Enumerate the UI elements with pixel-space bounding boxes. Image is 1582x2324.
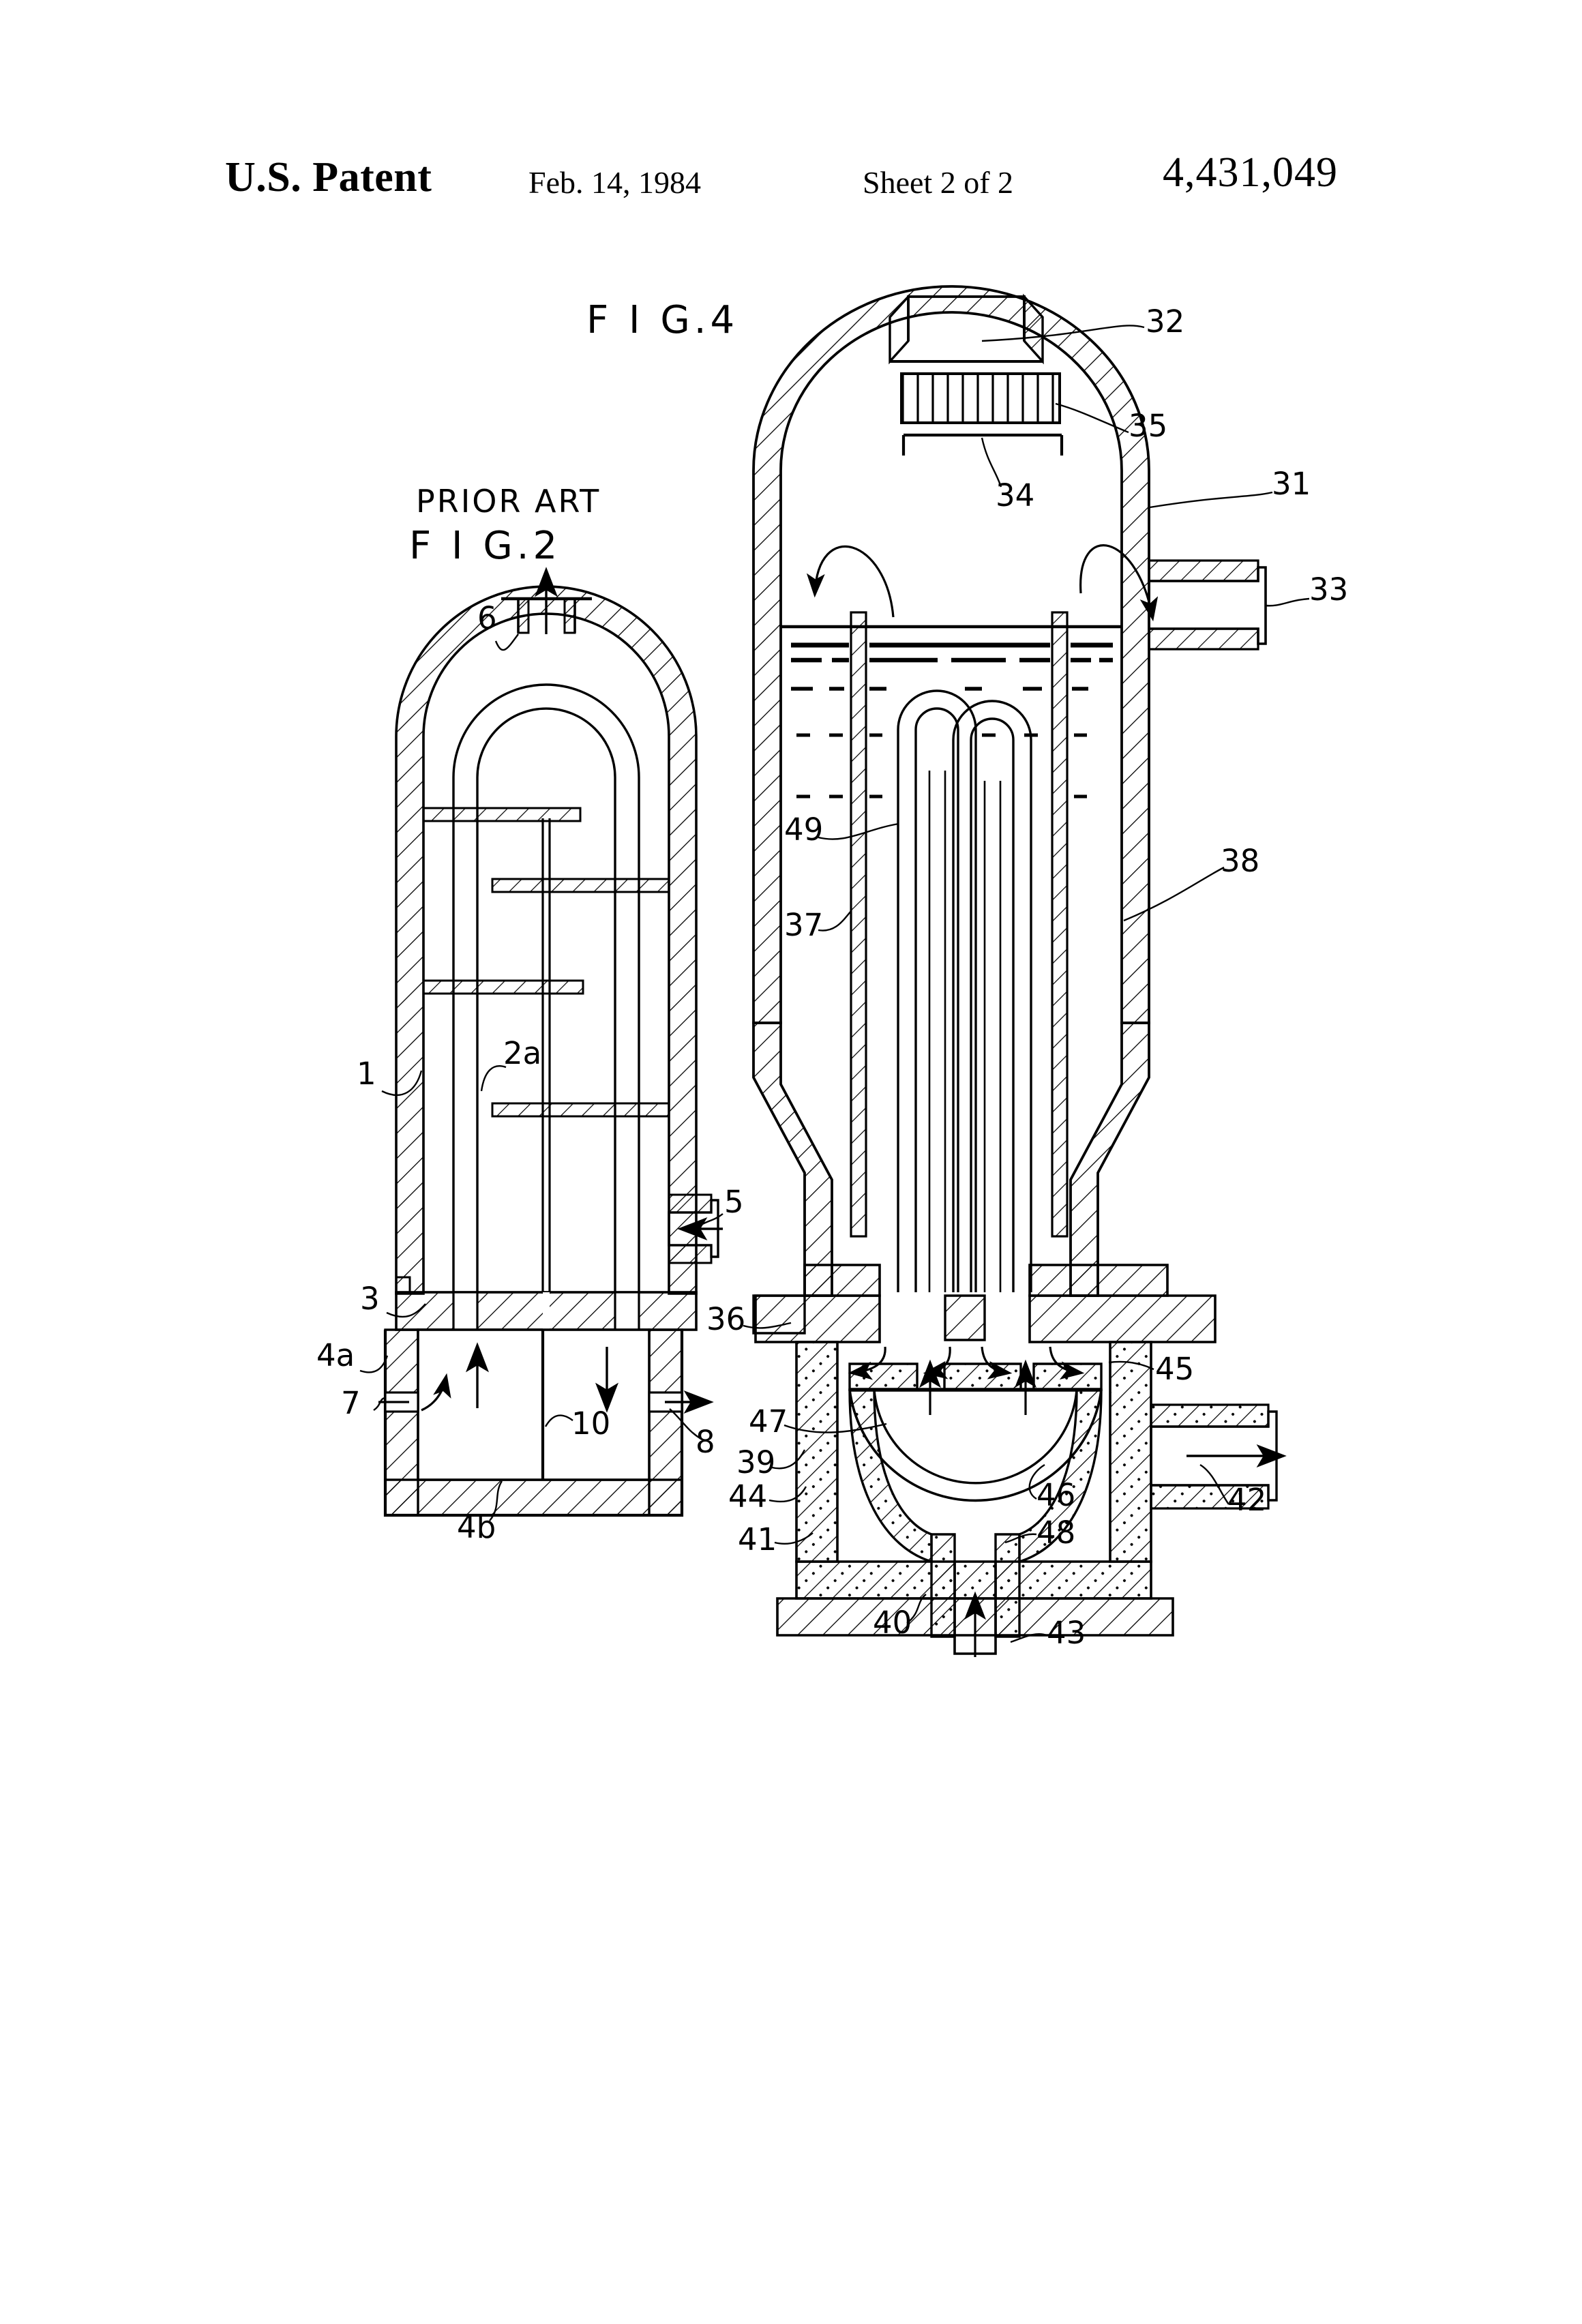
fig4-lower-tube-sheet xyxy=(752,1264,1217,1343)
fig4-bowl-wall-left xyxy=(848,1388,933,1564)
prior-art-qualifier: PRIOR ART xyxy=(416,483,601,520)
ref-numeral-35: 35 xyxy=(1129,408,1168,444)
figure-2-title: F I G.2 xyxy=(409,524,562,568)
sheet-number: Sheet 2 of 2 xyxy=(863,165,1014,200)
ref-numeral-48: 48 xyxy=(1036,1515,1076,1551)
fig4-skirt-left xyxy=(930,1533,956,1638)
ref-numeral-37: 37 xyxy=(784,907,824,943)
ref-numeral-6: 6 xyxy=(477,600,497,636)
fig2-bottom-header xyxy=(378,1328,714,1517)
fig4-vessel-shell xyxy=(752,285,1150,1297)
ref-numeral-5: 5 xyxy=(724,1184,744,1220)
fig2-vessel-shell xyxy=(395,585,698,1295)
patent-number: 4,431,049 xyxy=(1163,149,1338,196)
ref-numeral-2a: 2a xyxy=(503,1035,542,1071)
ref-numeral-33: 33 xyxy=(1309,571,1349,608)
fig2-top-nozzle xyxy=(501,567,592,634)
ref-numeral-1: 1 xyxy=(357,1056,376,1092)
ref-numeral-38: 38 xyxy=(1221,843,1260,879)
fig4-dome-swirl-right xyxy=(1079,544,1159,622)
patent-header: U.S. Patent Feb. 14, 1984 Sheet 2 of 2 4… xyxy=(0,0,1582,232)
fig4-lower-plenum xyxy=(776,1341,1287,1657)
fig4-shroud-plates xyxy=(850,611,1069,1238)
fig2-u-tube xyxy=(452,683,640,1294)
fig2-baffle-plates xyxy=(422,807,670,1118)
fig2-side-nozzle xyxy=(668,1193,723,1264)
fig4-dome-flow-arrows xyxy=(806,544,1159,622)
ref-numeral-43: 43 xyxy=(1047,1615,1086,1651)
fig4-water-level xyxy=(781,625,1122,799)
ref-numeral-47: 47 xyxy=(749,1403,788,1440)
ref-numeral-32: 32 xyxy=(1146,303,1185,340)
fig4-shroud-left xyxy=(850,611,867,1238)
fig4-dome-swirl-left xyxy=(806,545,895,618)
fig4-plenum-wall-right xyxy=(1109,1341,1152,1563)
ref-numeral-36: 36 xyxy=(706,1301,746,1337)
fig4-skirt-right xyxy=(994,1533,1021,1638)
fig4-plenum-wall-left xyxy=(795,1341,839,1563)
fig2-tube-sheet xyxy=(395,1276,698,1331)
fig4-leader-lines xyxy=(743,325,1310,1643)
ref-numeral-34: 34 xyxy=(996,477,1035,513)
fig4-u-tube-bundle xyxy=(897,689,1032,1292)
ref-numeral-41: 41 xyxy=(738,1521,777,1558)
fig4-cone-right xyxy=(1069,1022,1150,1297)
ref-numeral-10: 10 xyxy=(571,1405,611,1442)
ref-numeral-45: 45 xyxy=(1155,1351,1195,1387)
fig4-cone-left xyxy=(752,1022,833,1297)
ref-numeral-39: 39 xyxy=(736,1444,776,1480)
fig4-plenum-flow-arrows xyxy=(848,1346,1085,1415)
patent-date: Feb. 14, 1984 xyxy=(528,165,701,200)
fig4-feedwater-nozzle xyxy=(1148,559,1267,651)
ref-numeral-49: 49 xyxy=(784,811,824,848)
ref-numeral-7: 7 xyxy=(341,1385,361,1421)
fig4-shroud-right xyxy=(1051,611,1069,1238)
fig2-shell-wall xyxy=(395,585,698,1295)
ref-numeral-4a: 4a xyxy=(316,1337,355,1373)
fig2-inlet-curve-arrow xyxy=(421,1373,451,1412)
fig4-dryer-frame xyxy=(901,433,1064,456)
ref-numeral-8: 8 xyxy=(696,1424,715,1460)
ref-numeral-44: 44 xyxy=(728,1478,768,1515)
ref-numeral-3: 3 xyxy=(360,1281,380,1317)
ref-numeral-4b: 4b xyxy=(457,1509,496,1545)
ref-numeral-40: 40 xyxy=(873,1605,912,1641)
ref-numeral-31: 31 xyxy=(1272,466,1311,502)
ref-numeral-42: 42 xyxy=(1227,1482,1267,1518)
fig2-leader-lines xyxy=(359,634,723,1521)
fig4-steam-nozzle xyxy=(889,293,1044,365)
fig4-steam-dryer xyxy=(900,372,1061,424)
patent-office-title: U.S. Patent xyxy=(225,154,432,200)
figure-4-title: F I G.4 xyxy=(586,298,739,342)
ref-numeral-46: 46 xyxy=(1036,1477,1076,1513)
